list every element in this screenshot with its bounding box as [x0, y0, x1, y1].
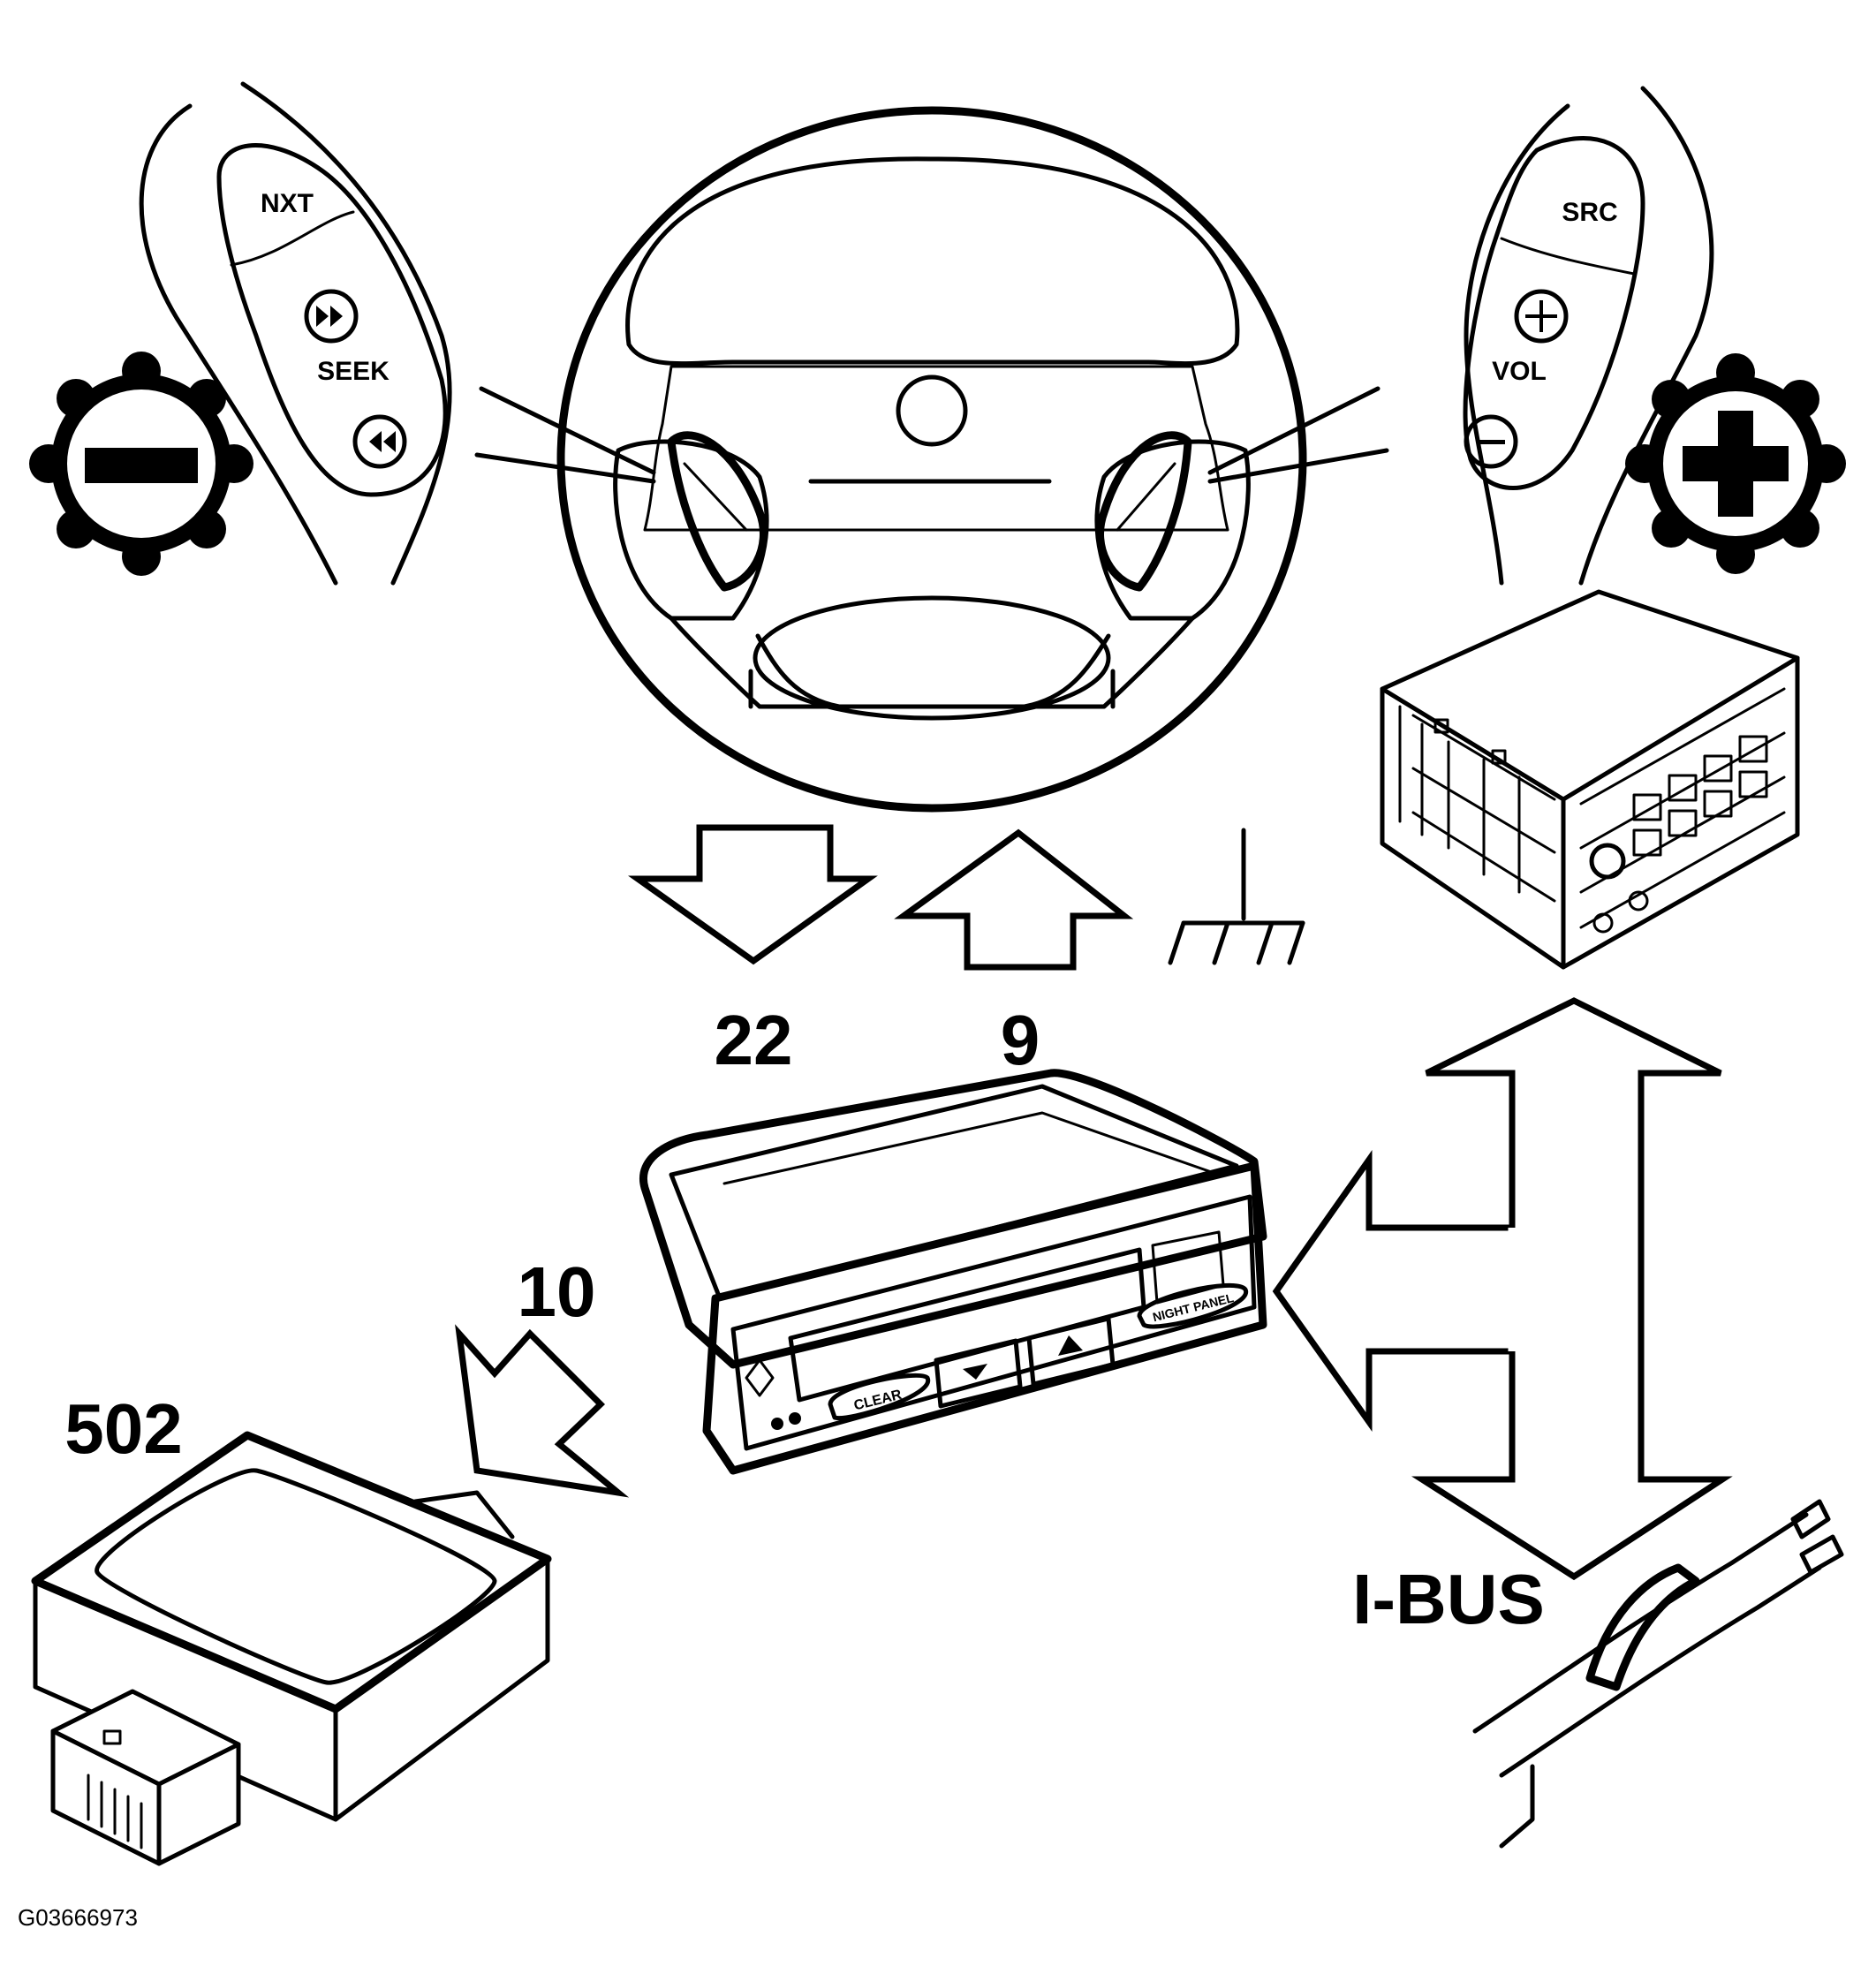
bus-label: I-BUS [1352, 1560, 1545, 1638]
left-pointer-lower [474, 452, 656, 484]
right-pointer-upper [1207, 386, 1381, 475]
bus-cable [1472, 1499, 1844, 1849]
plus-gear-icon [1625, 353, 1846, 574]
up-arrow-number: 9 [1001, 1001, 1040, 1079]
seek-label: SEEK [317, 357, 390, 386]
plus-icon [1525, 300, 1557, 332]
indicator-dot-1 [771, 1418, 783, 1430]
right-pointer-lower [1207, 448, 1389, 484]
module-arrow [455, 1324, 630, 1498]
fast-forward-icon [316, 306, 343, 327]
display-module: NIGHT PANEL CLEAR [639, 1069, 1267, 1475]
rewind-icon [369, 431, 396, 452]
figure-code: G03666973 [18, 1904, 138, 1931]
clear-button[interactable] [828, 1373, 930, 1421]
night-panel-button[interactable] [1137, 1282, 1248, 1329]
control-module-502 [31, 1431, 552, 1866]
module-arrow-number: 10 [518, 1252, 596, 1331]
left-pointer-upper [479, 386, 656, 475]
down-button[interactable] [934, 1338, 1023, 1409]
source-label: SRC [1562, 198, 1617, 227]
i-bus-arrows [1272, 997, 1733, 1581]
up-arrow [894, 828, 1134, 971]
volume-up-button[interactable] [1514, 289, 1569, 344]
seek-back-button[interactable] [352, 414, 407, 469]
indicator-dot-2 [789, 1412, 801, 1425]
module-label: 502 [64, 1389, 182, 1468]
down-arrow-number: 22 [715, 1001, 793, 1079]
volume-label: VOL [1492, 357, 1547, 386]
up-button[interactable] [1026, 1316, 1116, 1387]
radio-unit [1380, 589, 1800, 970]
minus-icon [1477, 440, 1505, 444]
steering-wheel [556, 106, 1307, 813]
down-triangle-icon [963, 1364, 987, 1380]
minus-gear-icon [29, 352, 253, 576]
next-label: NXT [261, 189, 314, 218]
up-triangle-icon [1058, 1335, 1083, 1356]
ground-symbol [1168, 828, 1305, 965]
left-switch-detail: NXT SEEK [139, 81, 452, 586]
diamond-icon [745, 1358, 775, 1397]
down-arrow [628, 824, 878, 965]
volume-down-button[interactable] [1464, 414, 1518, 469]
seek-forward-button[interactable] [304, 289, 359, 344]
right-switch-detail: SRC VOL [1463, 86, 1714, 586]
